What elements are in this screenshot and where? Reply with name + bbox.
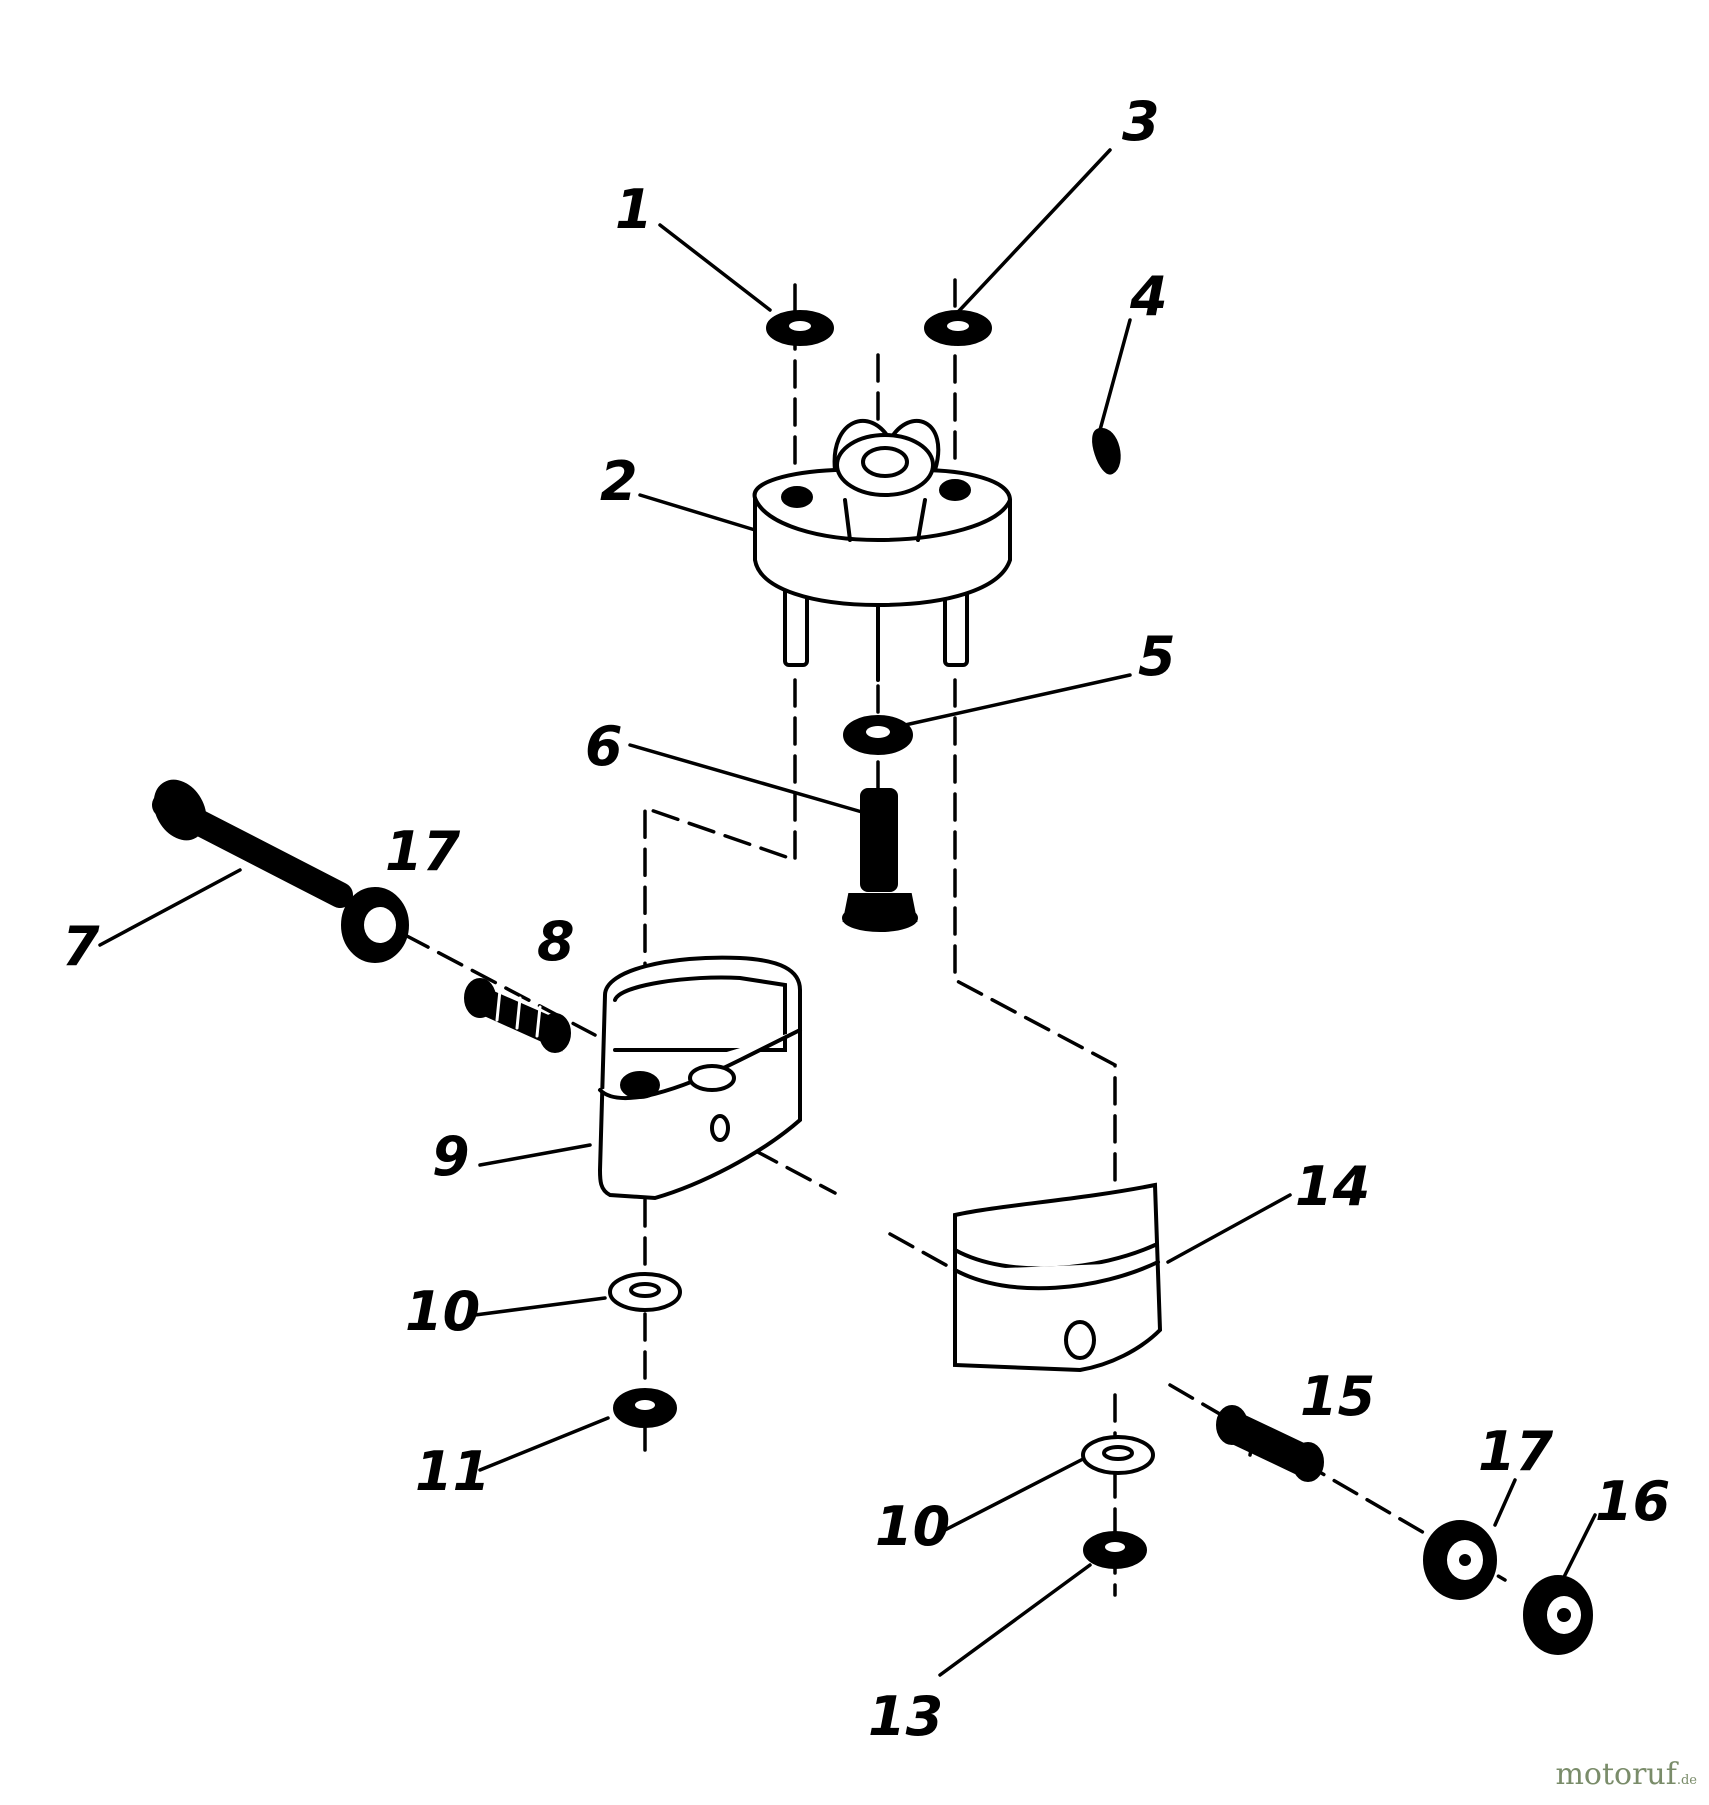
watermark-brand: motoruf [1555,1757,1677,1792]
part-9-support [597,955,802,1201]
part-15-spring [1216,1405,1324,1482]
callout-4: 4 [1129,265,1168,328]
callout-13: 13 [868,1685,943,1748]
part-1-washer [766,310,834,346]
callout-17-left: 17 [385,820,461,883]
part-10-washer-left [608,1272,682,1312]
callout-labels: 1 2 3 4 5 6 7 8 9 10 10 11 13 14 15 16 1… [62,90,1670,1748]
watermark-suffix: .de [1676,1773,1697,1788]
part-16-nut [1523,1575,1593,1655]
callout-8: 8 [537,910,575,973]
watermark-logo: motoruf.de [1555,1757,1697,1792]
part-17-washer-right [1423,1520,1497,1600]
part-6-bolt [842,788,918,932]
part-4-pin [1092,428,1121,475]
part-13-lock-washer [1083,1531,1147,1569]
part-3-washer [924,310,992,346]
leader-lines [98,148,1597,1677]
callout-15: 15 [1300,1365,1375,1428]
part-10-washer-right [1081,1435,1155,1475]
callout-9: 9 [432,1125,470,1188]
callout-16: 16 [1595,1470,1670,1533]
callout-11: 11 [415,1440,490,1503]
part-5-washer [843,715,913,755]
callout-6: 6 [585,715,623,778]
callout-1: 1 [615,178,653,241]
part-11-lock-washer [613,1388,677,1428]
part-7-bolt [152,779,353,908]
part-17-washer-left [341,887,409,963]
callout-17-right: 17 [1478,1420,1554,1483]
callout-5: 5 [1138,625,1176,688]
part-14-support [953,1182,1163,1373]
callout-2: 2 [600,450,638,513]
callout-10-left: 10 [405,1280,480,1343]
part-2-bracket [752,419,1012,682]
callout-14: 14 [1295,1155,1370,1218]
callout-7: 7 [62,915,100,978]
callout-10-right: 10 [875,1495,950,1558]
part-8-spring [464,978,571,1053]
callout-3: 3 [1122,90,1160,153]
